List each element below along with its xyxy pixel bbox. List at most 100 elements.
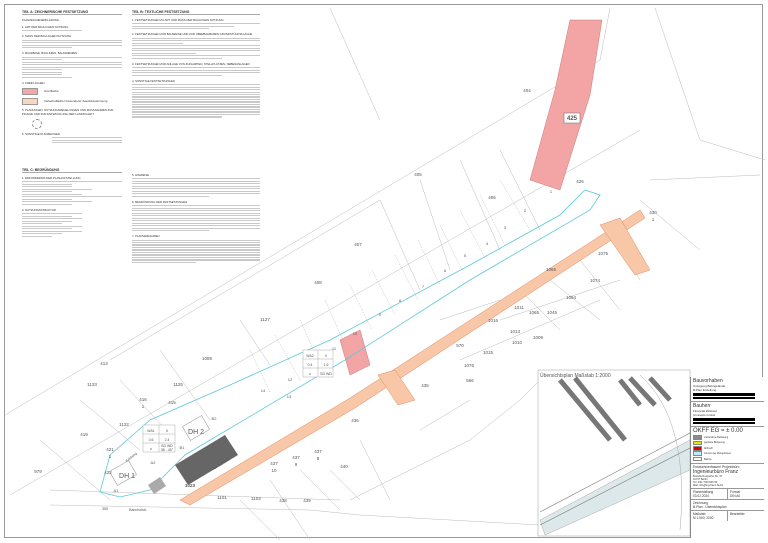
parcel-number: 8 xyxy=(317,456,320,461)
lot-number: 13 xyxy=(287,394,292,399)
parcel-number: 1132 xyxy=(119,422,129,427)
teil-c-title: TEIL C: BEGRÜNDUNG xyxy=(22,168,122,173)
parcel-number: 437 xyxy=(270,461,278,466)
parcel-number: 430 xyxy=(649,210,657,215)
planned-building-dh2[interactable] xyxy=(182,415,210,441)
parcel-number: 1015 xyxy=(483,350,494,355)
address-line: Brandenburgische Str. 37 xyxy=(693,475,723,479)
parcel-label-box xyxy=(563,112,581,124)
street-label-feldweg: Feldweg xyxy=(125,451,138,463)
entwurf-label: Entwurfsverfasser/ Projektbüro xyxy=(693,465,740,470)
legend-item: vorhandene Bebauung xyxy=(693,435,762,440)
legend-label: Bäume xyxy=(704,457,712,461)
legend-swatch xyxy=(693,451,702,456)
parcel-number: 406 xyxy=(488,195,496,200)
lot-lines xyxy=(249,179,531,393)
text-section: 1. FESTSETZUNGEN ZU ART UND MASS DER BAU… xyxy=(132,18,224,22)
teil-b-text-continued: 5. HINWEISE 6. BEGRÜNDUNG DER FESTSETZUN… xyxy=(132,170,260,264)
nutzungsschablone-value: 0.6 xyxy=(149,438,154,442)
parcel-number: 440 xyxy=(340,464,348,469)
area-label: B1 xyxy=(180,445,186,450)
lot-number: 9 xyxy=(379,312,382,317)
parcel-number: 1133 xyxy=(87,382,97,387)
nutzungsschablone-value: o xyxy=(150,447,152,451)
nutzungsschablone-value: 38 - 45° xyxy=(161,448,174,452)
legend-section: 5. PLANUNGEN, NUTZUNGSREGELUNGEN UND MAS… xyxy=(22,107,114,116)
parcel-number: 1066 xyxy=(546,267,557,272)
nutzungsschablone-value: II xyxy=(325,354,327,358)
zeichnung-label: Zeichnung xyxy=(693,501,708,506)
teil-b-title: TEIL B: TEXTLICHE FESTSETZUNG xyxy=(132,10,260,15)
text-section: 7. PLANVERFAHREN xyxy=(132,234,160,239)
parcel-number: 407 xyxy=(354,242,362,247)
nutzungsschablone-value: WA2 xyxy=(306,354,314,358)
title-block: Bauvorhaben Umlegung Bahngelände B-Plan … xyxy=(690,377,764,538)
greenarea-small[interactable] xyxy=(339,329,371,376)
lot-number: 5 xyxy=(464,253,467,258)
parcel-number: 10 xyxy=(271,468,277,473)
parcel-number: 1 xyxy=(142,404,145,409)
parcel-number: 415 xyxy=(168,400,176,405)
bauherr-line: Financial Workout xyxy=(693,409,717,414)
existing-building xyxy=(175,435,238,485)
legend-section: 4. FREIFLÄCHEN xyxy=(22,80,45,85)
nutzungsschablone-value: WA1 xyxy=(147,429,155,433)
area-label: B2 xyxy=(212,416,218,421)
nutzungsschablone-value: 1.6 xyxy=(324,363,329,367)
bearbeiter-label: Bearbeiter xyxy=(730,512,745,517)
parcel-number-425: 425 xyxy=(567,116,578,122)
massstab-label: Maßstab xyxy=(693,512,706,517)
text-section: 6. BEGRÜNDUNG DER FESTSETZUNGEN xyxy=(132,199,188,204)
parcel-number: 438 xyxy=(279,498,287,503)
okff-level: OKFF EG = ± 0.00 xyxy=(693,428,743,435)
text-section: 1. ERFORDERNIS DER PLANAUFSTELLUNG xyxy=(22,176,81,180)
street-am-bahnhof[interactable] xyxy=(179,209,646,506)
lot-number: 4 xyxy=(486,241,489,246)
teil-a-legend: TEIL A: ZEICHNERISCHE FESTSETZUNG PLANZE… xyxy=(22,8,122,145)
parcel-number: 416 xyxy=(139,397,147,402)
parcel-number: 421 xyxy=(106,447,114,452)
planned-building-dh1[interactable] xyxy=(109,460,137,486)
legend-label: Grenze des Plangebietes xyxy=(704,452,731,456)
lot-number: 10 xyxy=(353,331,358,336)
email: Mail: info@ing-franz.berlin xyxy=(693,484,724,488)
legend-label: vorhandene Bebauung xyxy=(704,435,729,439)
legend-section: 1. ART DER BAULICHEN NUTZUNG xyxy=(22,25,69,29)
parcel-425-greenarea[interactable] xyxy=(529,19,603,191)
cadastral-lines xyxy=(4,7,766,541)
bauvorhaben-line: Umlegung Bahngelände xyxy=(693,384,726,388)
text-section: 2. NUTZUNGSSTRUKTUR xyxy=(22,207,56,212)
drawing-frame xyxy=(4,4,763,538)
parcel-number: 1065 xyxy=(529,310,540,315)
text-section: 4. SONSTIGE FESTSETZUNGEN xyxy=(132,78,175,83)
parcel-number: 1101 xyxy=(217,495,227,500)
access-path[interactable] xyxy=(377,369,416,406)
bauherr-label: Bauherr xyxy=(693,403,711,410)
legend-section: 2. MASS DER BAULICHEN NUTZUNG xyxy=(22,34,71,39)
format-label: Format xyxy=(730,490,741,495)
lot-number: 12 xyxy=(288,377,293,382)
lot-number: 6 xyxy=(444,268,447,273)
parcel-number: 426 xyxy=(576,179,584,184)
office-name: Ingenieurbüro Franz xyxy=(693,469,739,476)
access-path[interactable] xyxy=(599,217,651,276)
nutzungsschablone-value: 0.4 xyxy=(308,363,313,367)
parcel-number: 1102 xyxy=(251,496,261,501)
nutzungsschablone-value: SD WD xyxy=(161,444,173,448)
lot-number: 14 xyxy=(261,388,266,393)
legend-section: 6. SONSTIGE PLANZEICHEN xyxy=(22,131,60,136)
parcel-number: 979 xyxy=(34,469,42,474)
nutzungsschablone-value: SD WD xyxy=(320,372,332,376)
parcel-number: 566 xyxy=(466,378,474,383)
text-section: 3. FESTSETZUNGEN ZUR ANLAGE VON ZUFAHRTE… xyxy=(132,61,250,66)
area-label: A2 xyxy=(151,460,157,465)
parcel-number: 1 xyxy=(109,454,112,459)
parcel-number: 1 xyxy=(652,217,655,222)
legend-gruenflaeche: Grünfläche xyxy=(44,89,59,94)
legend-item: Bäume xyxy=(693,456,762,462)
parcel-number: 1089 xyxy=(202,356,213,361)
massstab-value: M 1:500; 2000 xyxy=(693,516,714,521)
parcel-number: 437 xyxy=(314,449,322,454)
street-label-bahnhofstr: Bahnhofstr. xyxy=(129,508,147,512)
